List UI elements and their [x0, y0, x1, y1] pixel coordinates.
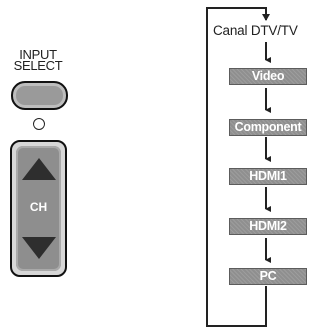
step-hdmi2: HDMI2: [229, 218, 307, 235]
step-video: Video: [229, 68, 307, 85]
input-select-button[interactable]: [11, 81, 68, 110]
channel-down-icon[interactable]: [21, 237, 56, 259]
loop-return-line: [206, 7, 267, 327]
step-pc: PC: [229, 268, 307, 285]
input-label-line1: INPUT: [19, 47, 57, 62]
channel-rocker-face: CH: [16, 146, 61, 271]
input-select-label: INPUT SELECT: [6, 47, 70, 73]
step-hdmi1: HDMI1: [229, 168, 307, 185]
channel-rocker[interactable]: CH: [10, 140, 67, 277]
step-component: Component: [229, 119, 307, 136]
input-label-line2: SELECT: [13, 58, 63, 73]
channel-up-icon[interactable]: [21, 158, 56, 180]
loop-arrowhead: [262, 14, 270, 21]
flow-title: Canal DTV/TV: [213, 23, 298, 38]
channel-label: CH: [29, 200, 48, 214]
circle-mark: [33, 118, 45, 130]
